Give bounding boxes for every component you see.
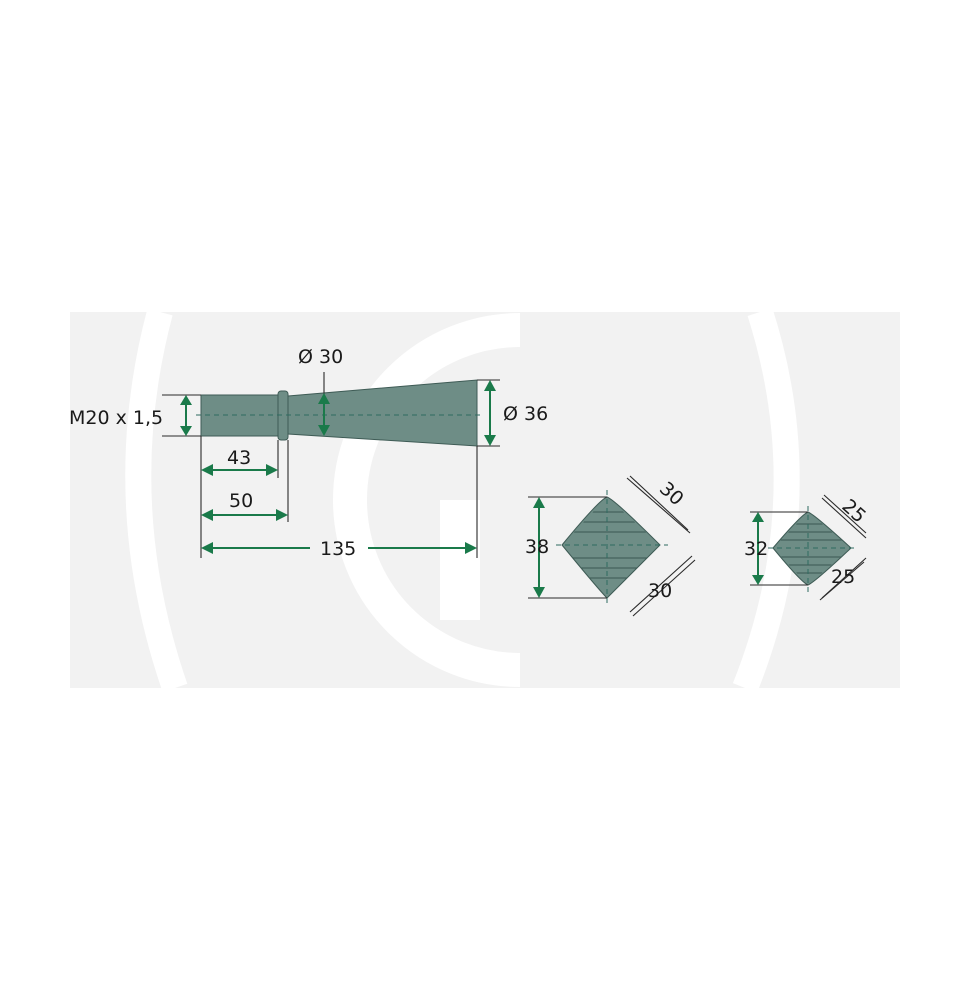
large-side-bottom-label: 30	[648, 580, 672, 602]
large-height-label: 38	[525, 536, 549, 558]
length-135-label: 135	[320, 538, 356, 560]
end-diameter-label: Ø 36	[503, 403, 548, 425]
thread-dimension: M20 x 1,5	[69, 395, 192, 436]
large-height-dimension: 38	[525, 497, 549, 598]
length-43-label: 43	[227, 447, 251, 469]
large-profile-section: 38 30 30	[525, 475, 696, 617]
collar-diameter-dimension: Ø 30	[298, 346, 343, 436]
length-135-dimension: 135	[201, 538, 477, 560]
small-side-bottom-label: 25	[831, 566, 855, 588]
thread-label: M20 x 1,5	[69, 407, 163, 429]
small-height-label: 32	[744, 538, 768, 560]
end-diameter-dimension: Ø 36	[484, 380, 548, 446]
large-side-bottom-dimension: 30	[632, 559, 696, 617]
bolt-thread-section	[200, 394, 280, 437]
small-side-bottom-dimension: 25	[819, 561, 865, 601]
small-height-dimension: 32	[744, 512, 768, 585]
length-50-label: 50	[229, 490, 253, 512]
watermark-logo	[70, 308, 900, 693]
collar-diameter-label: Ø 30	[298, 346, 343, 368]
length-43-dimension: 43	[201, 447, 278, 476]
length-50-dimension: 50	[201, 490, 288, 521]
bolt-side-view: M20 x 1,5 Ø 30 Ø 36 43 50	[69, 346, 548, 560]
